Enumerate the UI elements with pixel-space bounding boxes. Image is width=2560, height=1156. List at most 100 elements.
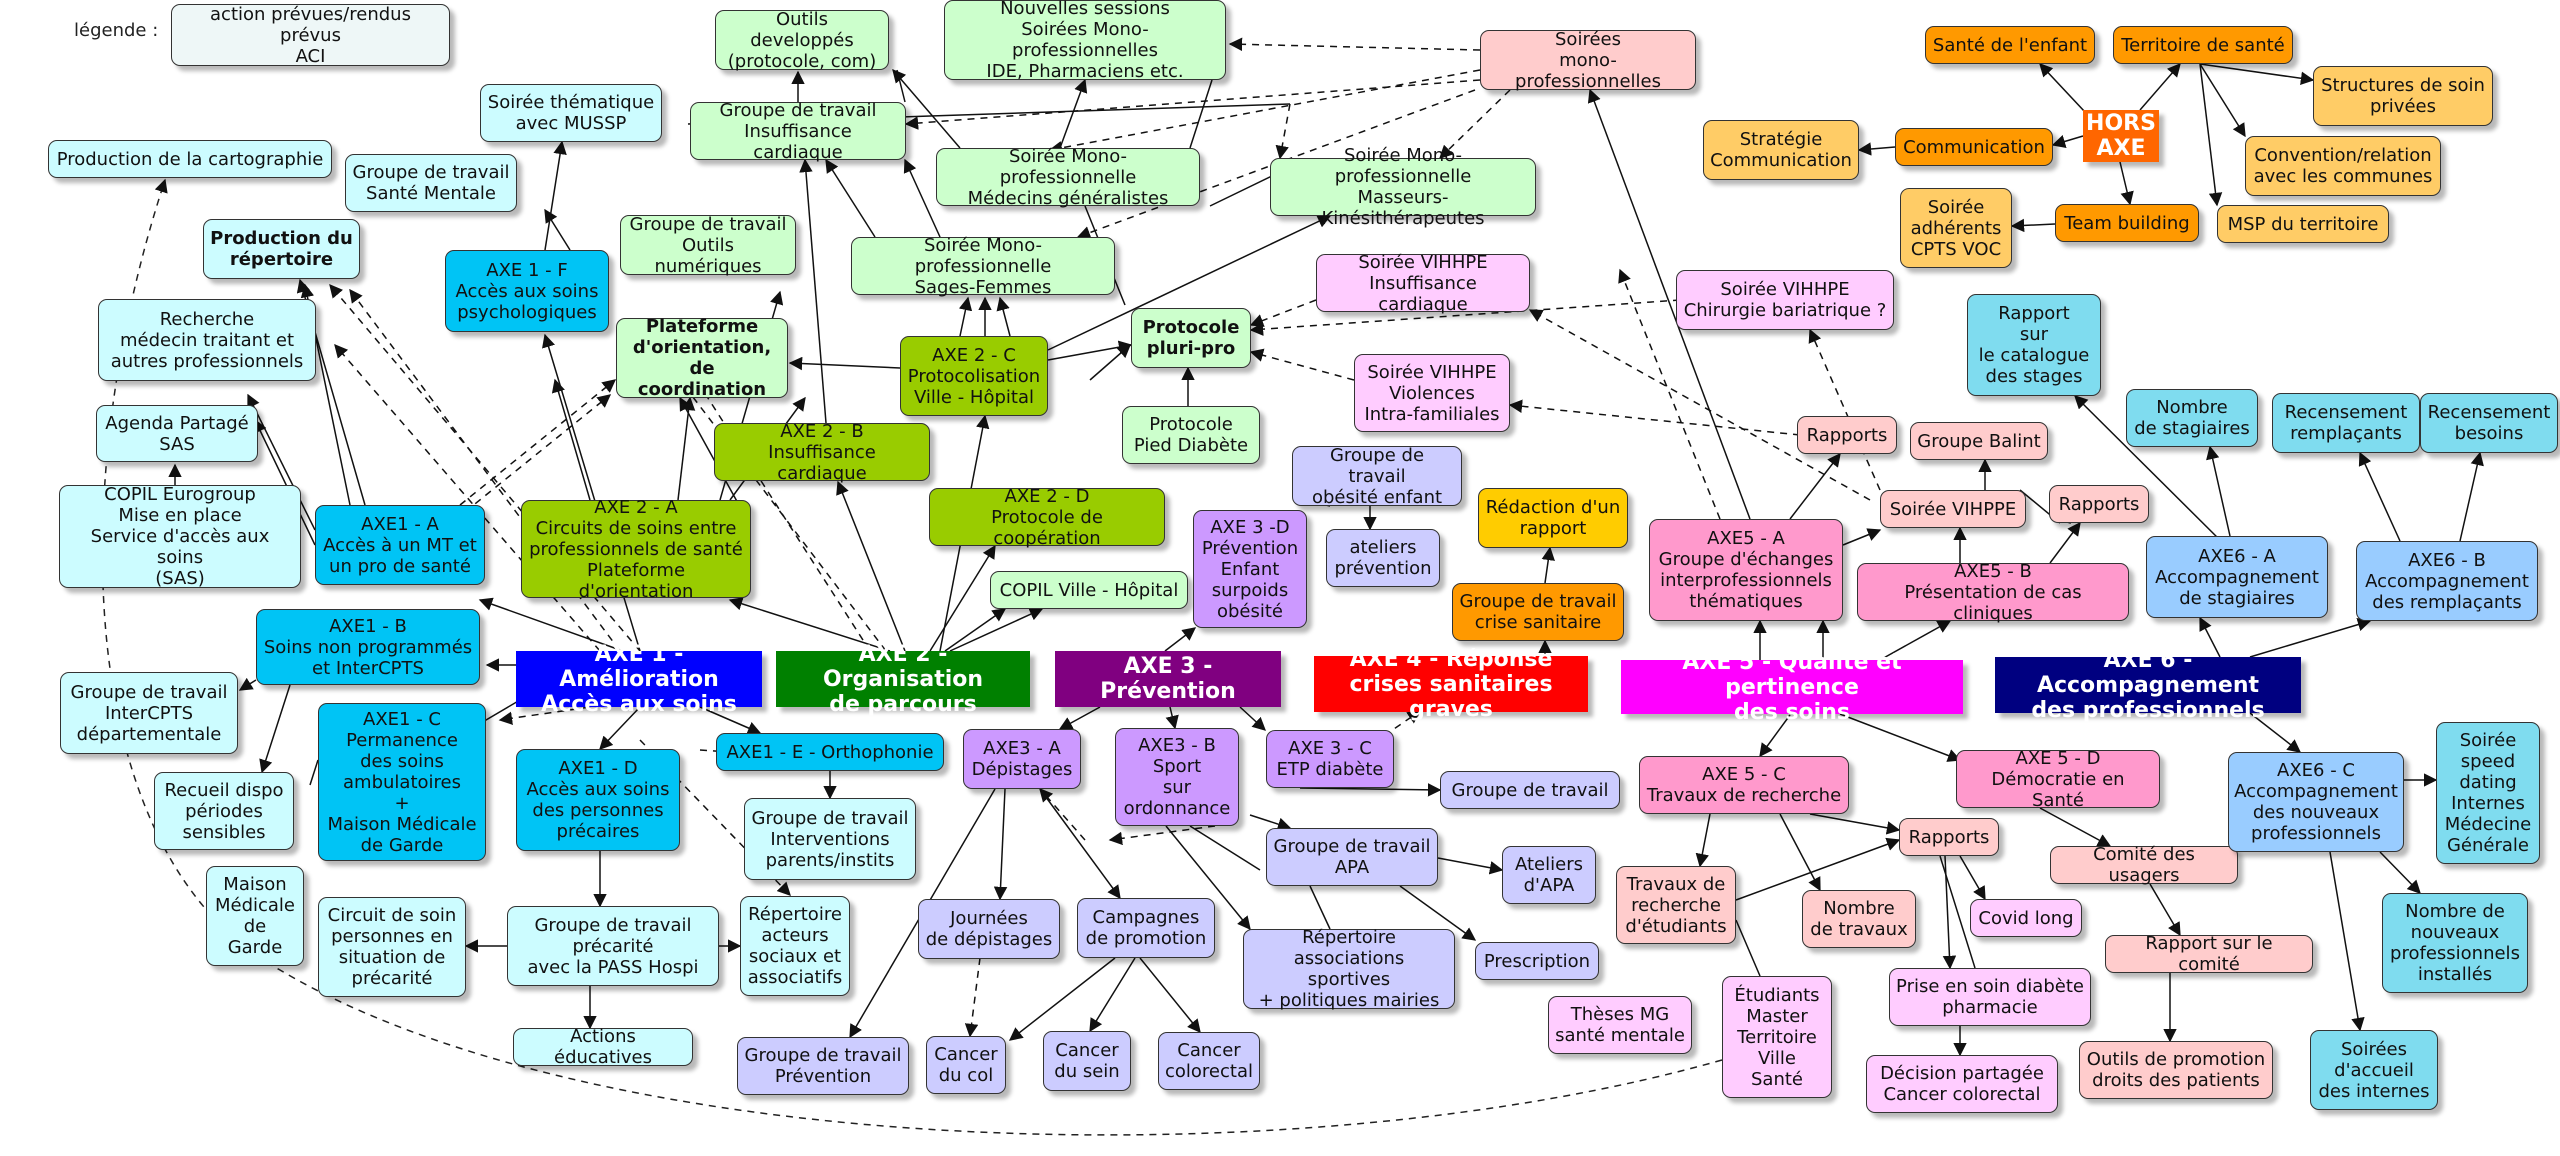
node-rapports1[interactable]: Rapports xyxy=(1797,416,1897,454)
axis-3-header[interactable]: AXE 3 - Prévention xyxy=(1055,651,1281,707)
node-prod-carto[interactable]: Production de la cartographie xyxy=(48,140,332,178)
axis-4-header[interactable]: AXE 4 - Réponse crises sanitaires graves xyxy=(1314,647,1588,722)
node-axe1f[interactable]: AXE 1 - F Accès aux soins psychologiques xyxy=(445,250,609,332)
node-gt-sante-mentale[interactable]: Groupe de travail Santé Mentale xyxy=(345,154,517,212)
node-axe3d[interactable]: AXE 3 -D Prévention Enfant surpoids obés… xyxy=(1193,510,1307,628)
node-actions-edu[interactable]: Actions éducatives xyxy=(513,1026,693,1068)
node-campagnes[interactable]: Campagnes de promotion xyxy=(1077,898,1215,958)
node-axe6c[interactable]: AXE6 - C Accompagnement des nouveaux pro… xyxy=(2228,752,2404,852)
node-gt-obesite[interactable]: Groupe de travail obésité enfant xyxy=(1292,445,1462,508)
node-axe1b[interactable]: AXE1 - B Soins non programmés et InterCP… xyxy=(256,609,480,685)
node-axe6a[interactable]: AXE6 - A Accompagnement de stagiaires xyxy=(2146,536,2328,618)
node-maison-garde[interactable]: Maison Médicale de Garde xyxy=(206,866,304,966)
node-axe2a[interactable]: AXE 2 - A Circuits de soins entre profes… xyxy=(521,497,751,602)
node-recensement-besoins[interactable]: Recensement besoins xyxy=(2420,393,2558,453)
node-sante-enfant[interactable]: Santé de l'enfant xyxy=(1925,26,2095,64)
node-redaction[interactable]: Rédaction d'un rapport xyxy=(1478,488,1628,548)
node-travaux-etud[interactable]: Travaux de recherche d'étudiants xyxy=(1616,866,1736,944)
node-axe5a[interactable]: AXE5 - A Groupe d'échanges interprofessi… xyxy=(1649,519,1843,621)
node-outils-promo[interactable]: Outils de promotion droits des patients xyxy=(2079,1041,2273,1099)
node-axe5c[interactable]: AXE 5 - C Travaux de recherche xyxy=(1639,756,1849,814)
node-etudiants[interactable]: Étudiants Master Territoire Ville Santé xyxy=(1722,976,1832,1098)
node-axe3b[interactable]: AXE3 - B Sport sur ordonnance xyxy=(1115,728,1239,826)
node-repertoire-assoc[interactable]: Répertoire associations sportives + poli… xyxy=(1243,927,1455,1011)
node-team-building[interactable]: Team building xyxy=(2055,204,2199,242)
node-rapport-comite[interactable]: Rapport sur le comité xyxy=(2105,933,2313,975)
node-soiree-vih-viol[interactable]: Soirée VIHHPE Violences Intra-familiales xyxy=(1354,354,1510,432)
node-prise-diabete[interactable]: Prise en soin diabète pharmacie xyxy=(1889,968,2091,1026)
node-groupe-balint[interactable]: Groupe Balint xyxy=(1910,422,2048,460)
node-axe2c[interactable]: AXE 2 - C Protocolisation Ville - Hôpita… xyxy=(900,336,1048,416)
node-protocole-diabete[interactable]: Protocole Pied Diabète xyxy=(1122,406,1260,464)
node-theses[interactable]: Thèses MG santé mentale xyxy=(1548,996,1692,1054)
node-soiree-sf[interactable]: Soirée Mono-professionnelle Sages-Femmes xyxy=(851,235,1115,298)
node-soiree-vih-chir[interactable]: Soirée VIHHPE Chirurgie bariatrique ? xyxy=(1676,270,1894,330)
node-soiree-mussp[interactable]: Soirée thématique avec MUSSP xyxy=(480,84,662,142)
node-rapports2[interactable]: Rapports xyxy=(2049,485,2149,523)
node-axe5b[interactable]: AXE5 - B Présentation de cas cliniques xyxy=(1857,561,2129,624)
node-copil-ville[interactable]: COPIL Ville - Hôpital xyxy=(990,571,1188,609)
node-plateforme[interactable]: Plateforme d'orientation, de coordinatio… xyxy=(616,316,788,400)
node-msp[interactable]: MSP du territoire xyxy=(2217,205,2389,243)
node-recueil[interactable]: Recueil dispo périodes sensibles xyxy=(154,772,294,850)
node-gt-precarite[interactable]: Groupe de travail précarité avec la PASS… xyxy=(507,906,719,986)
node-recherche-mt[interactable]: Recherche médecin traitant et autres pro… xyxy=(98,299,316,381)
node-gt-travail[interactable]: Groupe de travail xyxy=(1440,771,1620,809)
node-axe5d[interactable]: AXE 5 - D Démocratie en Santé xyxy=(1956,748,2160,811)
node-journees[interactable]: Journées de dépistages xyxy=(918,899,1060,959)
axis-5-header[interactable]: AXE 5 - Qualité et pertinence des soins xyxy=(1621,650,1963,725)
node-axe1a[interactable]: AXE1 - A Accès à un MT et un pro de sant… xyxy=(315,505,485,585)
node-ateliers-prev[interactable]: ateliers prévention xyxy=(1326,529,1440,587)
node-repertoire-acteurs[interactable]: Répertoire acteurs sociaux et associatif… xyxy=(740,896,850,996)
node-soiree-vih-ic[interactable]: Soirée VIHHPE Insuffisance cardiaque xyxy=(1316,252,1530,315)
node-soiree-mk[interactable]: Soirée Mono-professionnelle Masseurs-Kin… xyxy=(1270,145,1536,229)
node-prod-repertoire[interactable]: Production du répertoire xyxy=(203,219,360,279)
node-gt-interventions[interactable]: Groupe de travail Interventions parents/… xyxy=(744,798,916,880)
node-soiree-vihppe[interactable]: Soirée VIHPPE xyxy=(1880,490,2026,528)
node-axe1d[interactable]: AXE1 - D Accès aux soins des personnes p… xyxy=(516,749,680,851)
node-soirees-mono[interactable]: Soirées mono-professionnelles xyxy=(1480,29,1696,92)
node-gt-intercpts[interactable]: Groupe de travail InterCPTS départementa… xyxy=(60,672,238,754)
node-axe1e[interactable]: AXE1 - E - Orthophonie xyxy=(716,733,944,771)
node-gt-apa[interactable]: Groupe de travail APA xyxy=(1266,828,1438,886)
node-axe6b[interactable]: AXE6 - B Accompagnement des remplaçants xyxy=(2356,541,2538,621)
node-comite[interactable]: Comité des usagers xyxy=(2050,844,2238,886)
node-axe3a[interactable]: AXE3 - A Dépistages xyxy=(963,729,1081,789)
axis-1-header[interactable]: AXE 1 - Amélioration Accès aux soins xyxy=(516,642,762,717)
node-soiree-speed[interactable]: Soirée speed dating Internes Médecine Gé… xyxy=(2436,722,2540,864)
node-nombre-nouveaux[interactable]: Nombre de nouveaux professionnels instal… xyxy=(2382,893,2528,993)
node-prescription[interactable]: Prescription xyxy=(1475,942,1599,980)
axis-6-header[interactable]: AXE 6 - Accompagnement des professionnel… xyxy=(1995,648,2301,723)
node-communication[interactable]: Communication xyxy=(1895,128,2053,166)
axis-2-header[interactable]: AXE 2 - Organisation de parcours xyxy=(776,642,1030,717)
node-decision[interactable]: Décision partagée Cancer colorectal xyxy=(1866,1055,2058,1113)
node-cancer-col[interactable]: Cancer du col xyxy=(926,1036,1006,1094)
node-gt-ic[interactable]: Groupe de travail Insuffisance cardiaque xyxy=(690,100,906,163)
node-ateliers-apa[interactable]: Ateliers d'APA xyxy=(1502,846,1596,904)
node-copil-euro[interactable]: COPIL Eurogroup Mise en place Service d'… xyxy=(59,484,301,589)
node-soiree-mg[interactable]: Soirée Mono-professionnelle Médecins gén… xyxy=(936,146,1200,209)
node-gt-prevention[interactable]: Groupe de travail Prévention xyxy=(737,1037,909,1095)
node-strategie[interactable]: Stratégie Communication xyxy=(1703,120,1859,180)
node-outils-dev[interactable]: Outils developpés (protocole, com) xyxy=(715,9,889,72)
node-cancer-colo[interactable]: Cancer colorectal xyxy=(1158,1032,1260,1090)
node-hors-axe[interactable]: HORS AXE xyxy=(2083,110,2159,162)
node-recensement-rempl[interactable]: Recensement remplaçants xyxy=(2272,393,2420,453)
node-circuit-precarite[interactable]: Circuit de soin personnes en situation d… xyxy=(318,897,466,997)
node-soirees-accueil[interactable]: Soirées d'accueil des internes xyxy=(2310,1030,2438,1110)
node-territoire[interactable]: Territoire de santé xyxy=(2113,26,2293,64)
node-structures[interactable]: Structures de soin privées xyxy=(2313,66,2493,126)
node-gt-crise[interactable]: Groupe de travail crise sanitaire xyxy=(1452,583,1624,641)
node-covid[interactable]: Covid long xyxy=(1970,899,2082,937)
node-rapport-stages[interactable]: Rapport sur le catalogue des stages xyxy=(1967,294,2101,396)
node-rapports3[interactable]: Rapports xyxy=(1899,818,1999,856)
node-axe3c[interactable]: AXE 3 - C ETP diabète xyxy=(1266,730,1394,788)
node-agenda-sas[interactable]: Agenda Partagé SAS xyxy=(96,405,258,462)
node-convention[interactable]: Convention/relation avec les communes xyxy=(2245,136,2441,196)
node-axe1c[interactable]: AXE1 - C Permanence des soins ambulatoir… xyxy=(318,703,486,861)
node-axe2b[interactable]: AXE 2 - B Insuffisance cardiaque xyxy=(714,421,930,484)
node-nombre-travaux[interactable]: Nombre de travaux xyxy=(1802,890,1916,948)
node-gt-num[interactable]: Groupe de travail Outils numériques xyxy=(620,214,796,277)
node-soiree-adherents[interactable]: Soirée adhérents CPTS VOC xyxy=(1900,188,2012,268)
node-nouvelles-sessions[interactable]: Nouvelles sessions Soirées Mono-professi… xyxy=(944,0,1226,82)
